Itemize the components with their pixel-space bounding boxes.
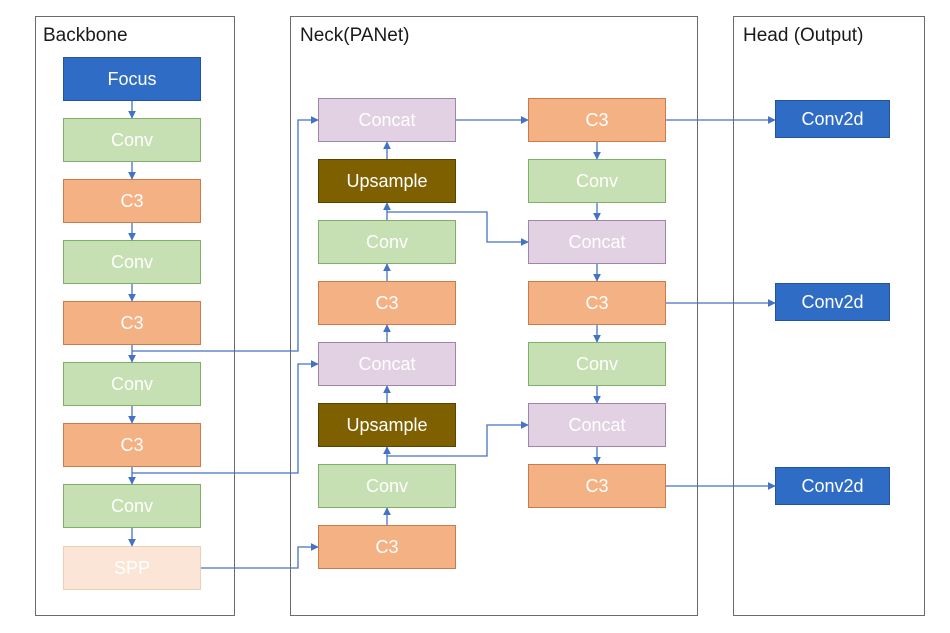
arrow-backbone-c3-to-mid-concat (132, 360, 319, 474)
head-conv2d-block-2: Conv2d (775, 283, 890, 321)
neck-concat-block-2: Concat (318, 342, 456, 386)
neck-c3-block-1: C3 (318, 281, 456, 325)
backbone-conv-block-3: Conv (63, 362, 201, 406)
neck-right-c3-block-1: C3 (528, 98, 666, 142)
neck-right-c3-block-2: C3 (528, 281, 666, 325)
arrow-neck-conv-to-right-concat-1 (387, 211, 529, 246)
backbone-title: Backbone (43, 25, 128, 46)
neck-conv-block-1: Conv (318, 220, 456, 264)
neck-right-concat-block-1: Concat (528, 220, 666, 264)
head-title: Head (Output) (743, 25, 864, 46)
neck-title: Neck(PANet) (300, 25, 410, 46)
arrow-neck-conv-to-right-concat-2 (387, 421, 529, 457)
neck-c3-block-2: C3 (318, 525, 456, 569)
backbone-c3-block-1: C3 (63, 179, 201, 223)
arrow-backbone-c3-to-top-concat (132, 116, 319, 352)
head-conv2d-block-1: Conv2d (775, 100, 890, 138)
backbone-conv-block-1: Conv (63, 118, 201, 162)
neck-upsample-block-1: Upsample (318, 159, 456, 203)
neck-concat-block-1: Concat (318, 98, 456, 142)
backbone-conv-block-2: Conv (63, 240, 201, 284)
backbone-spp-block: SPP (63, 546, 201, 590)
arrow-spp-to-neck-c3 (201, 543, 319, 569)
neck-upsample-block-2: Upsample (318, 403, 456, 447)
backbone-c3-block-3: C3 (63, 423, 201, 467)
backbone-focus-block: Focus (63, 57, 201, 101)
neck-right-c3-block-3: C3 (528, 464, 666, 508)
head-conv2d-block-3: Conv2d (775, 467, 890, 505)
backbone-c3-block-2: C3 (63, 301, 201, 345)
